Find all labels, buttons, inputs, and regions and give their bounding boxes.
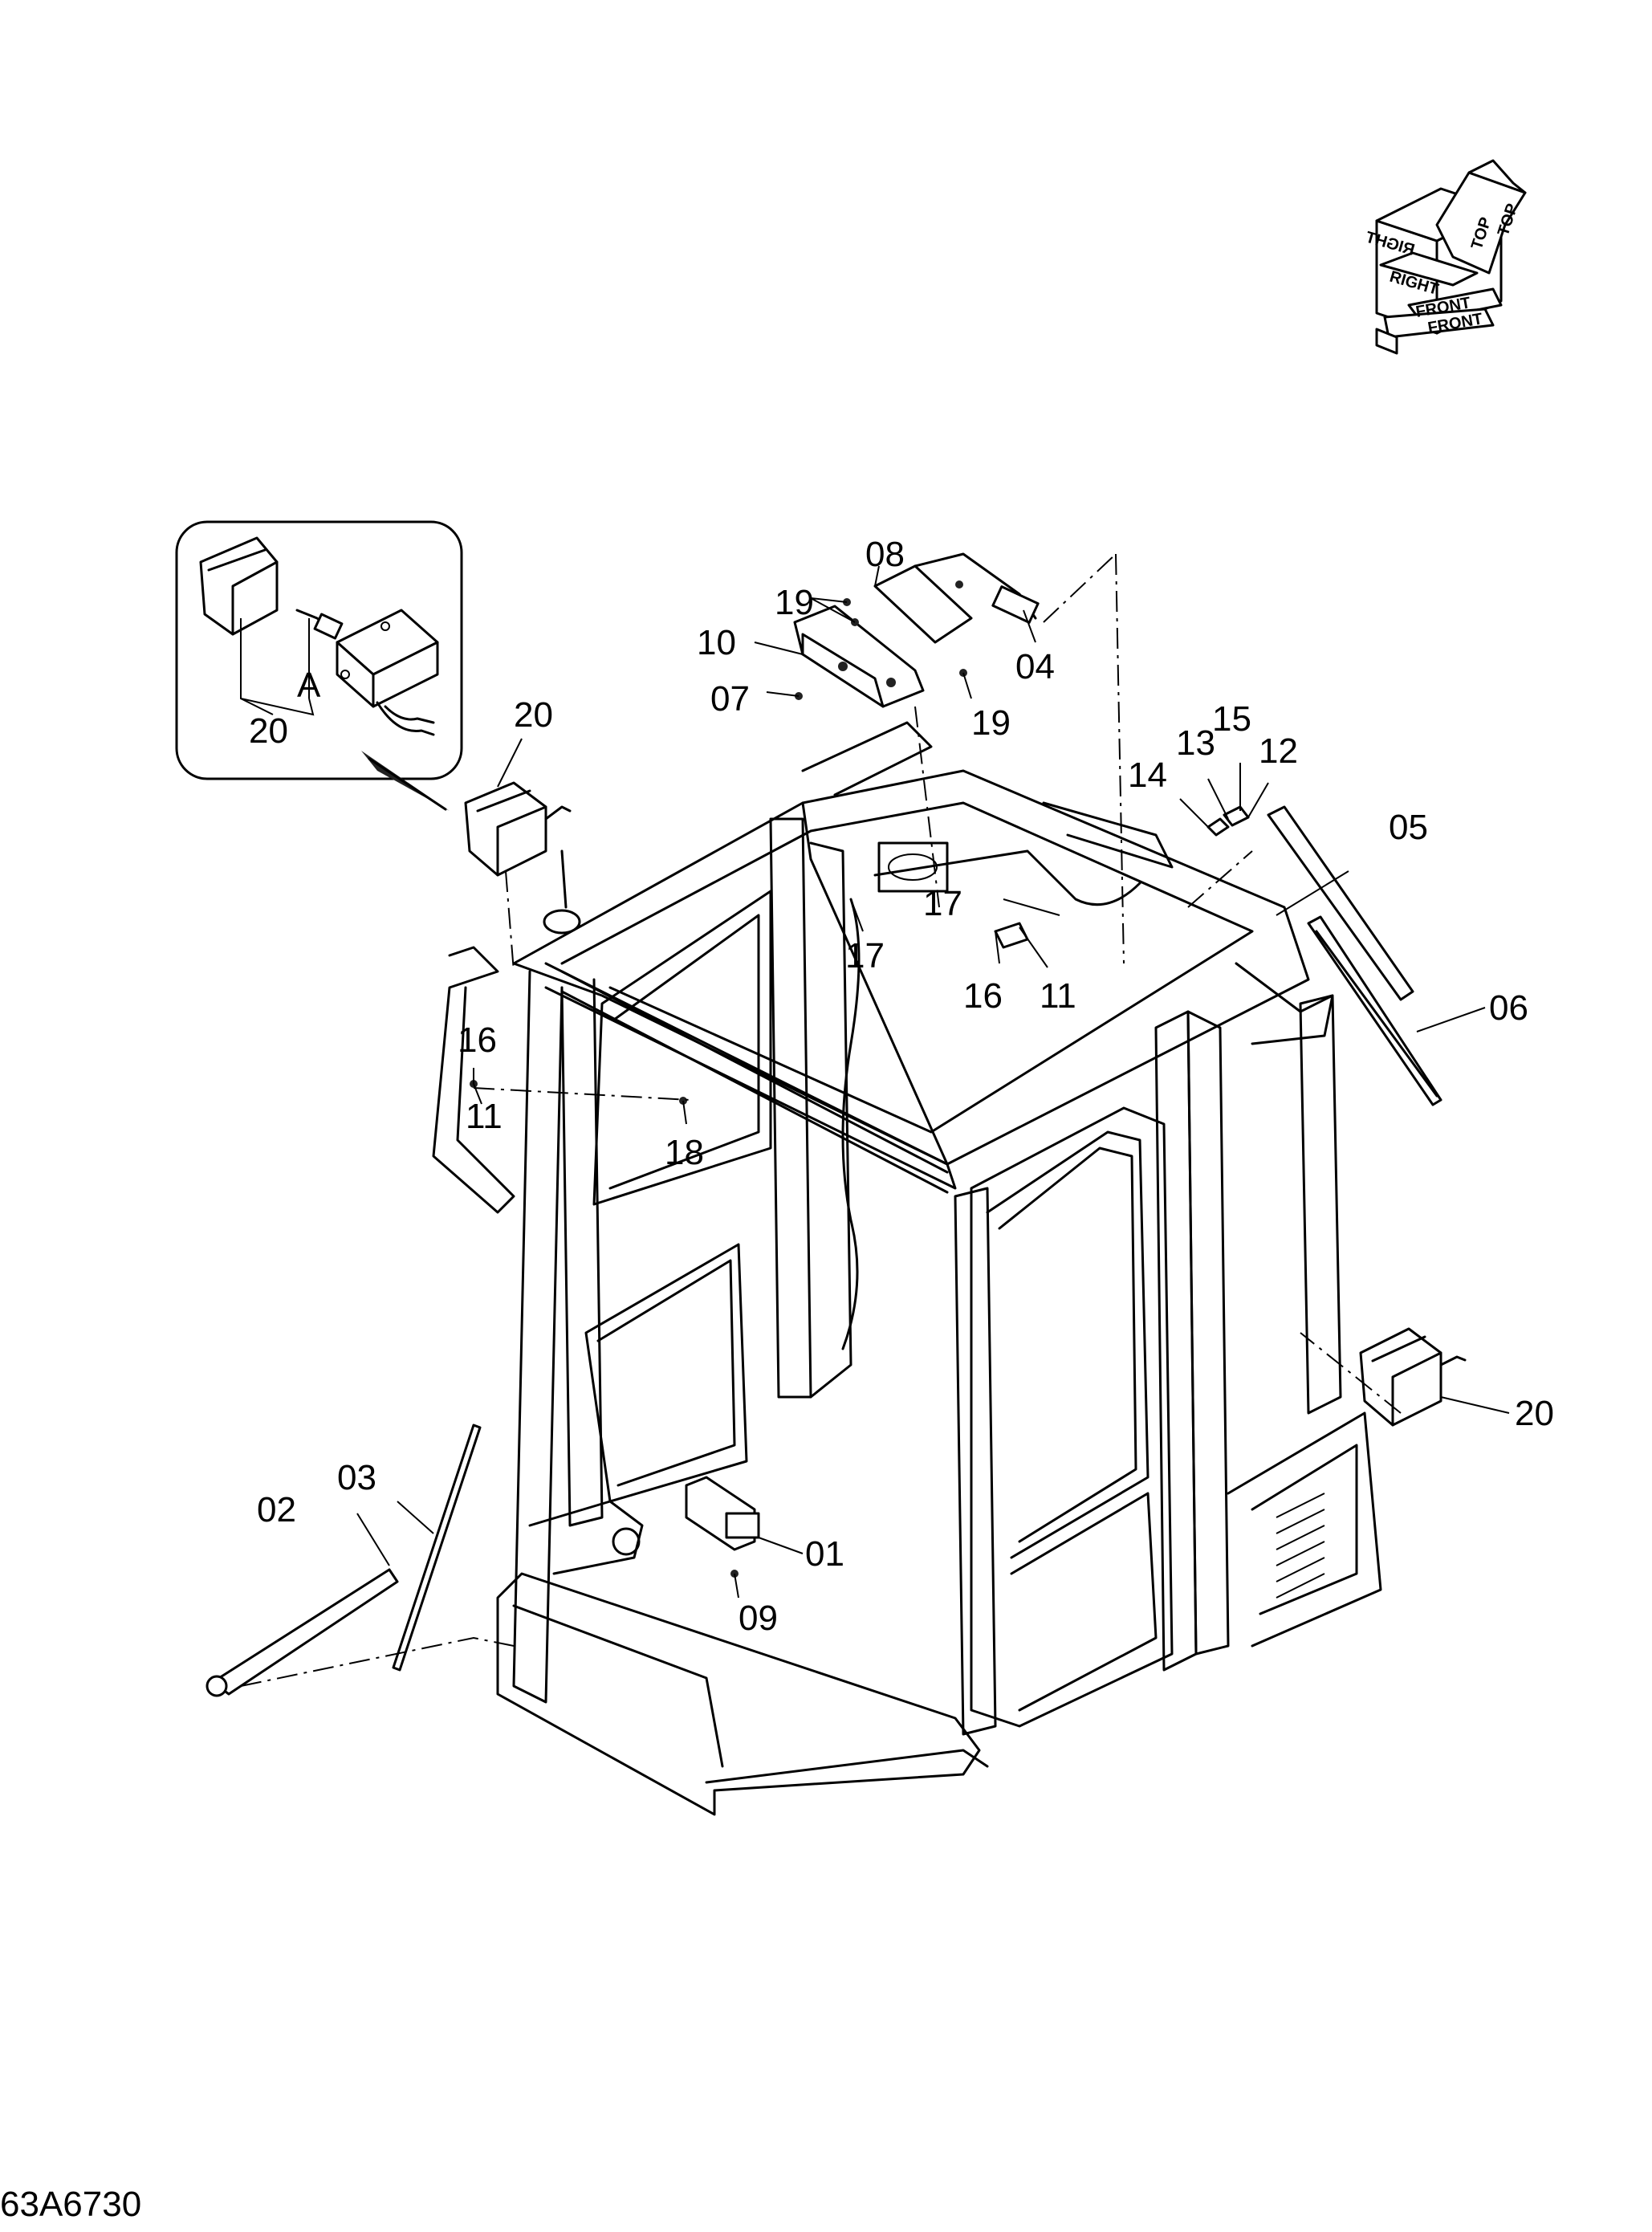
- assembly-lines: [240, 553, 1402, 1687]
- clip-11: [994, 922, 1029, 949]
- work-lamp-front: [1359, 1327, 1467, 1427]
- drawing-number: 63A6730: [0, 2185, 141, 2224]
- inset-label-a: A: [297, 666, 321, 705]
- callout-19-right: 19: [971, 703, 1011, 743]
- callout-07: 07: [710, 679, 750, 719]
- callout-06: 06: [1489, 988, 1528, 1028]
- callout-15: 15: [1212, 699, 1251, 739]
- wiper-blade-right: [1307, 915, 1442, 1106]
- detail-inset: A 20: [175, 520, 463, 811]
- cab-frame: [432, 721, 1382, 1816]
- callout-20-front: 20: [1515, 1394, 1554, 1433]
- clip-14: [1206, 817, 1230, 837]
- callout-04: 04: [1015, 647, 1055, 686]
- leader-lines: [356, 565, 1510, 1599]
- wiper-blade-left: [392, 1424, 482, 1672]
- wiper-arm-left: [205, 1568, 399, 1697]
- callout-18: 18: [665, 1133, 704, 1172]
- callout-17-roof: 17: [923, 884, 962, 923]
- work-lamp-rear: [464, 781, 572, 877]
- callout-12: 12: [1259, 731, 1298, 771]
- callout-02: 02: [257, 1490, 296, 1529]
- orientation-cube: TOP TOP RIGHT RIGHT FRONT FRONT: [1364, 159, 1527, 355]
- callout-09: 09: [739, 1599, 778, 1638]
- clip-13: [1223, 805, 1250, 827]
- callout-05: 05: [1389, 808, 1428, 847]
- callout-labels: 01 02 03 04 05 06 07 08 09 10 11 11 12 1…: [257, 535, 1554, 1638]
- callout-19-top: 19: [775, 583, 814, 622]
- inset-pointer-arrow: [361, 751, 450, 811]
- callout-13: 13: [1176, 723, 1215, 763]
- callout-16-left: 16: [458, 1020, 497, 1060]
- callout-08: 08: [865, 535, 905, 574]
- callout-01: 01: [805, 1534, 844, 1574]
- callout-14: 14: [1128, 756, 1167, 795]
- callout-17-wall: 17: [845, 936, 885, 975]
- callout-20-rear: 20: [514, 695, 553, 735]
- switch-bracket: [685, 1476, 760, 1578]
- callout-16-roof: 16: [963, 976, 1003, 1016]
- inset-label-20: 20: [249, 711, 288, 751]
- wiper-arm-right: [1267, 805, 1414, 1001]
- callout-10: 10: [697, 623, 736, 662]
- callout-11-roof: 11: [1040, 976, 1076, 1016]
- callout-11-left: 11: [466, 1097, 503, 1136]
- wiper-motor-assembly: [793, 552, 1040, 708]
- callout-03: 03: [337, 1458, 376, 1497]
